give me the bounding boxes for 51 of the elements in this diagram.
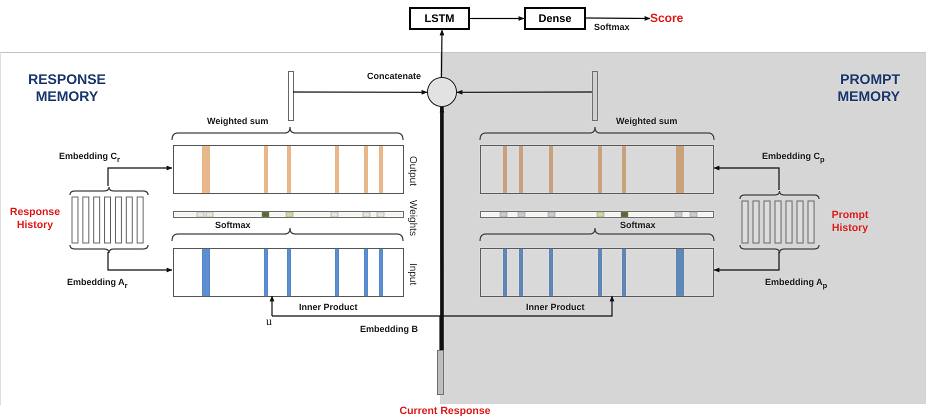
vector-bar xyxy=(437,350,444,395)
vector-bar xyxy=(288,71,294,121)
annotation-label: Weighted sum xyxy=(616,116,678,127)
output-label: Score xyxy=(650,9,698,27)
memory-panel xyxy=(0,52,440,405)
annotation-label: Softmax xyxy=(620,220,656,231)
arrow xyxy=(470,16,525,21)
history-label: Prompt History xyxy=(830,209,870,235)
matrix-label: Output xyxy=(406,154,419,188)
panel-title: RESPONSE MEMORY xyxy=(27,71,107,105)
history-stack-drawing xyxy=(67,187,151,253)
process-box xyxy=(524,7,586,30)
arrow xyxy=(293,90,428,95)
arrow xyxy=(713,166,780,190)
memory-matrix xyxy=(173,248,404,297)
weights-bar xyxy=(480,211,714,218)
arrow xyxy=(440,106,444,350)
annotation-label: Softmax xyxy=(215,220,251,231)
memory-matrix xyxy=(480,248,714,297)
edge-label: Inner Product xyxy=(525,302,586,313)
vector-symbol: u xyxy=(266,316,272,327)
arrow xyxy=(713,252,780,272)
weights-bar xyxy=(173,211,404,218)
edge-label: Concatenate xyxy=(366,71,422,82)
memory-matrix xyxy=(480,145,714,194)
vector-bar xyxy=(592,71,598,121)
history-label: Current Response xyxy=(398,405,492,418)
annotation-label: Embedding B xyxy=(360,324,418,335)
history-label: Response History xyxy=(8,206,62,232)
arrow xyxy=(107,252,173,272)
panel-title: PROMPT MEMORY xyxy=(836,71,900,105)
matrix-label: Weights xyxy=(406,199,419,238)
arrow xyxy=(440,29,444,78)
box-label: LSTM xyxy=(424,12,454,24)
edge-label: Softmax xyxy=(593,22,631,33)
arrow xyxy=(456,90,592,95)
arrow xyxy=(586,16,651,21)
arrow xyxy=(107,166,173,186)
history-stack-drawing xyxy=(737,191,822,253)
edge-label: Embedding A$_{p}$ xyxy=(764,277,828,291)
edge-label: Embedding A$_{r}$ xyxy=(66,277,129,291)
memory-panel xyxy=(440,52,926,404)
edge-label: Embedding C$_{p}$ xyxy=(761,151,826,165)
process-box xyxy=(409,7,470,30)
matrix-label: Input xyxy=(406,262,419,288)
memory-matrix xyxy=(173,145,404,194)
box-label: Dense xyxy=(538,12,572,24)
edge-label: Embedding C$_{r}$ xyxy=(58,151,121,165)
edge-label: Inner Product xyxy=(298,302,359,313)
arrow xyxy=(270,295,441,350)
annotation-label: Weighted sum xyxy=(207,116,268,127)
